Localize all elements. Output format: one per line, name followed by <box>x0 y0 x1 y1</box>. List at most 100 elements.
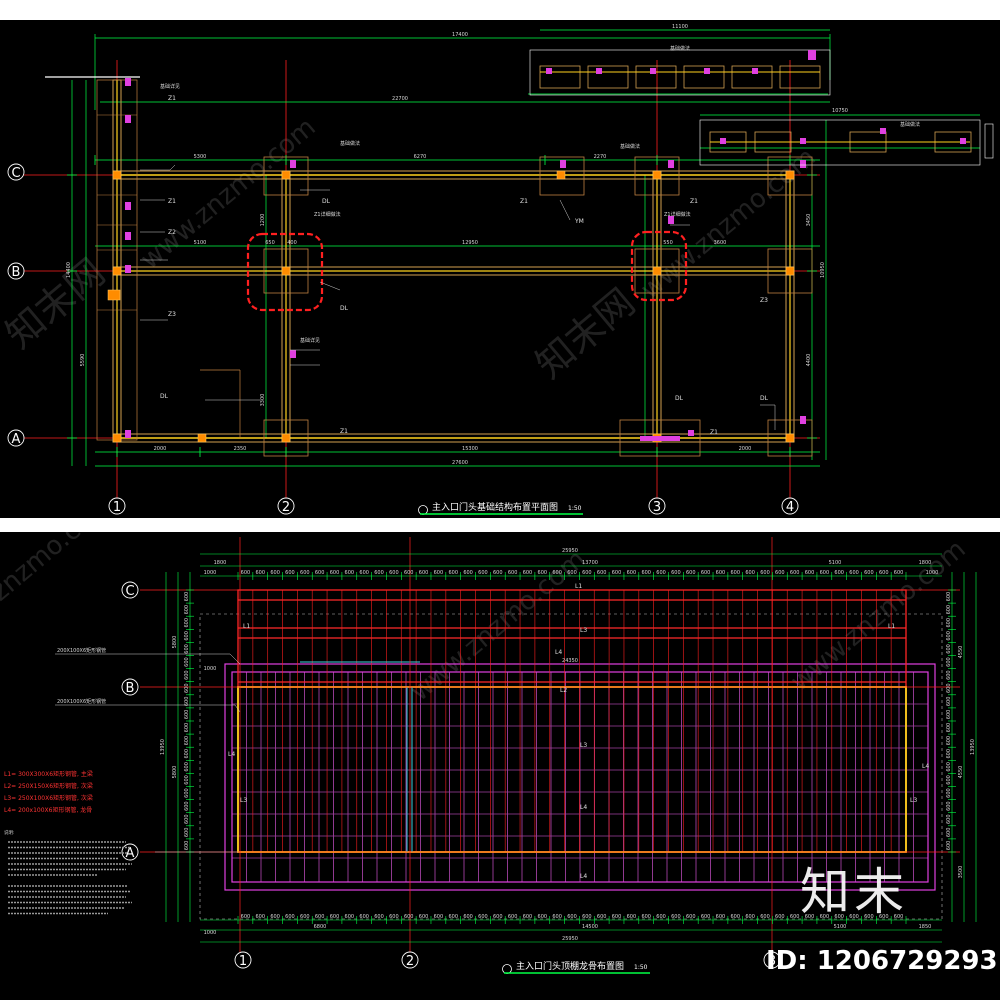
dim-left-total: 13950 <box>160 739 166 755</box>
dim-overall-bottom: 25950 <box>562 936 578 942</box>
bay-dimension: 600 <box>671 914 681 920</box>
bay-dimension: 600 <box>523 914 533 920</box>
bay-dimension: 600 <box>419 570 429 576</box>
bay-dimension: 600 <box>300 914 310 920</box>
l2-beam-frame <box>237 686 907 853</box>
axis-bubble-b: B <box>7 262 25 280</box>
beam-tag-l1: L1 <box>243 623 250 630</box>
bay-dimension: 600 <box>612 914 622 920</box>
bay-dimension: 600 <box>671 570 681 576</box>
watermark-layer: znzmo.com www.znzmo.com www.znzmo.com <box>0 532 972 707</box>
bay-dimension: 600 <box>493 914 503 920</box>
label-dl: DL <box>675 395 684 402</box>
callout-text: 200X100X6矩形钢管 <box>57 698 106 705</box>
dim-overall-inner: 22700 <box>392 96 408 102</box>
bay-dimension: 600 <box>597 914 607 920</box>
bay-dimension: 600 <box>508 914 518 920</box>
dim-v-3300: 3300 <box>260 394 266 407</box>
bay-dimension: 600 <box>389 914 399 920</box>
beam-tag-l1: L1 <box>575 583 582 590</box>
dim-bot-seg3: 2000 <box>739 446 752 452</box>
bay-dimension: 600 <box>270 570 280 576</box>
label-foundation-method: 基础做法 <box>900 121 920 128</box>
foundation-beams <box>96 79 813 457</box>
dim-seg-top-end: 1800 <box>919 560 932 566</box>
bay-dimension: 600 <box>612 570 622 576</box>
callout-rings <box>246 230 688 312</box>
bay-dimension: 600 <box>805 914 815 920</box>
bay-dimension: 600 <box>345 570 355 576</box>
label-z1-detail: Z1详细做法 <box>314 211 341 218</box>
bay-dimension: 600 <box>184 605 190 615</box>
dim-span-b-right: 3600 <box>714 240 727 246</box>
dimension-lines <box>165 553 977 943</box>
bay-dimension: 600 <box>184 828 190 838</box>
bay-dimension: 600 <box>686 914 696 920</box>
dim-box-top: 11100 <box>672 24 688 30</box>
image-id-label: ID: 1206729293 <box>766 946 998 976</box>
bay-dimension: 600 <box>184 631 190 641</box>
label-dl: DL <box>160 393 169 400</box>
notes-block: 说明: <box>4 829 15 836</box>
bay-dimension: 600 <box>448 570 458 576</box>
drawing-scale: 1:50 <box>634 964 648 971</box>
dim-overall-top: 17400 <box>452 32 468 38</box>
axis-bubbles: C B A 1 2 3 4 <box>7 163 799 515</box>
bay-dimension: 600 <box>184 775 190 785</box>
dimension-texts: 17400 11100 22700 5300 6270 2270 12950 5… <box>66 24 848 466</box>
bay-dimension: 600 <box>184 801 190 811</box>
svg-text:3: 3 <box>768 954 776 969</box>
bay-dimension: 600 <box>775 570 785 576</box>
bay-dimension: 600 <box>879 914 889 920</box>
foundation-plan-drawing: 知末网 www.znzmo.com 知末网 www.znzmo.com <box>0 24 994 515</box>
beam-tag-l4: L4 <box>228 751 235 758</box>
label-z2: Z2 <box>168 229 176 236</box>
beam-tag-l3: L3 <box>910 797 917 804</box>
axis-bubble-1: 1 <box>108 497 126 515</box>
beam-tag-l4: L4 <box>922 763 929 770</box>
axis-bubble-c: C <box>121 581 139 599</box>
bay-dimension: 600 <box>389 570 399 576</box>
svg-text:A: A <box>126 846 135 861</box>
dim-pair-550: 550 <box>663 240 673 246</box>
dim-left-upper: 5800 <box>172 636 178 649</box>
dim-right-total: 13950 <box>970 739 976 755</box>
l1-main-beams <box>237 589 907 853</box>
dim-seg-c3: 2270 <box>594 154 607 160</box>
bay-dimension: 600 <box>946 723 952 733</box>
bay-dimension: 600 <box>946 801 952 811</box>
label-foundation-method: 基础做法 <box>670 45 690 52</box>
bay-dimension: 600 <box>184 762 190 772</box>
bay-dimension: 600 <box>552 914 562 920</box>
dim-right-total: 10950 <box>820 262 826 278</box>
bay-dimension: 600 <box>184 710 190 720</box>
bay-dimension-texts: 600 600 600 600 600 600 600 600 600 600 600 600 600 6… <box>184 570 952 920</box>
bay-dimension: 600 <box>716 570 726 576</box>
svg-text:2: 2 <box>282 500 290 515</box>
bay-dimension: 600 <box>538 570 548 576</box>
watermark-text: znzmo.com <box>0 532 118 607</box>
notes-text-lines <box>8 841 132 915</box>
bay-dimension: 600 <box>184 697 190 707</box>
bay-dimension: 600 <box>374 570 384 576</box>
svg-text:3: 3 <box>653 500 661 515</box>
bay-dimension: 600 <box>270 914 280 920</box>
beam-tag-l2: L2 <box>560 687 567 694</box>
legend-item-l3: L3= 250X100X6矩形钢管, 次梁 <box>4 794 93 802</box>
bay-dimension: 600 <box>946 618 952 628</box>
bay-dimension: 600 <box>760 914 770 920</box>
beam-tag-l1: L1 <box>888 623 895 630</box>
bay-dimension: 600 <box>716 914 726 920</box>
dim-pair-400: 400 <box>287 240 297 246</box>
legend-item-l1: L1= 300X300X6矩形钢管, 主梁 <box>4 770 93 778</box>
beam-legend: L1= 300X300X6矩形钢管, 主梁 L2= 250X150X6矩形钢管,… <box>4 770 93 814</box>
beam-tag-l3: L3 <box>580 627 587 634</box>
bay-dimension: 600 <box>946 828 952 838</box>
label-z1: Z1 <box>168 198 176 205</box>
dimension-ticks <box>186 572 956 924</box>
bay-dimension: 600 <box>508 570 518 576</box>
svg-text:2: 2 <box>406 954 414 969</box>
watermark-text: 知末网 <box>528 280 644 387</box>
bay-dimension: 600 <box>946 710 952 720</box>
detail-box-right <box>699 119 994 166</box>
